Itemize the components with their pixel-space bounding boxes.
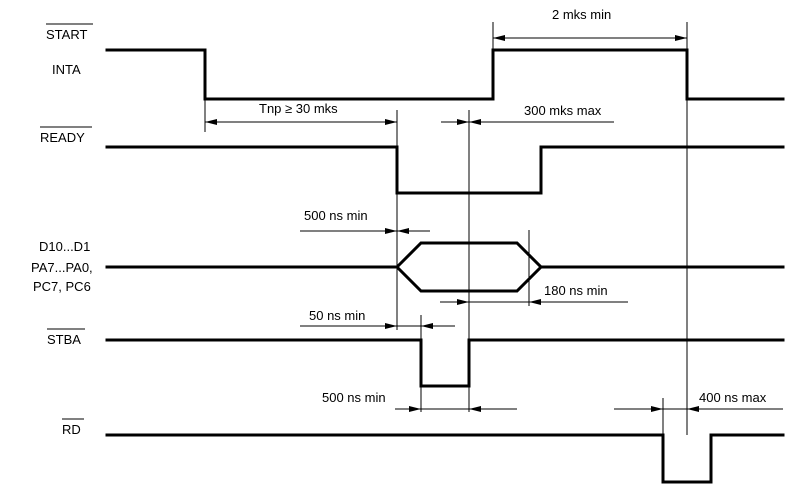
dim-setup-arrow-right [397,228,409,234]
dim-hold-arrow-right [529,299,541,305]
dim-stba-delay-arrow-left [385,323,397,329]
dim-stba-width-label: 500 ns min [322,390,386,405]
data-label-line3: PC7, PC6 [33,279,91,294]
dim-ready-max-arrow-right [469,119,481,125]
ready-label: READY [40,130,85,145]
dim-stba-width-arrow-right [469,406,481,412]
dim-tnp-label: Tnp ≥ 30 mks [259,101,338,116]
stba-label: STBA [47,332,81,347]
dim-stba-delay-arrow-right [421,323,433,329]
dim-setup-label: 500 ns min [304,208,368,223]
rd-label: RD [62,422,81,437]
data-label-line1: D10...D1 [39,239,90,254]
dim-rd-arrow-right [687,406,699,412]
dim-rd-arrow-left [651,406,663,412]
dim-hold-label: 180 ns min [544,283,608,298]
inta-label: INTA [52,62,81,77]
dim-start-min-label: 2 mks min [552,7,611,22]
dim-stba-width-arrow-left [409,406,421,412]
dim-rd-label: 400 ns max [699,390,767,405]
dim-stba-delay-label: 50 ns min [309,308,365,323]
dim-start-min-arrow-right [675,35,687,41]
dim-ready-max-arrow-left [457,119,469,125]
dim-ready-max-label: 300 mks max [524,103,602,118]
start-inta-waveform [105,48,785,101]
stba-waveform [105,338,785,388]
dim-tnp-arrow-right [385,119,397,125]
dim-tnp-arrow-left [205,119,217,125]
ready-waveform [105,145,785,195]
rd-waveform [105,433,785,484]
data-label-line2: PA7...PA0, [31,260,93,275]
dim-hold-arrow-left [457,299,469,305]
start-label: START [46,27,87,42]
dim-start-min-arrow-left [493,35,505,41]
dim-setup-arrow-left [385,228,397,234]
